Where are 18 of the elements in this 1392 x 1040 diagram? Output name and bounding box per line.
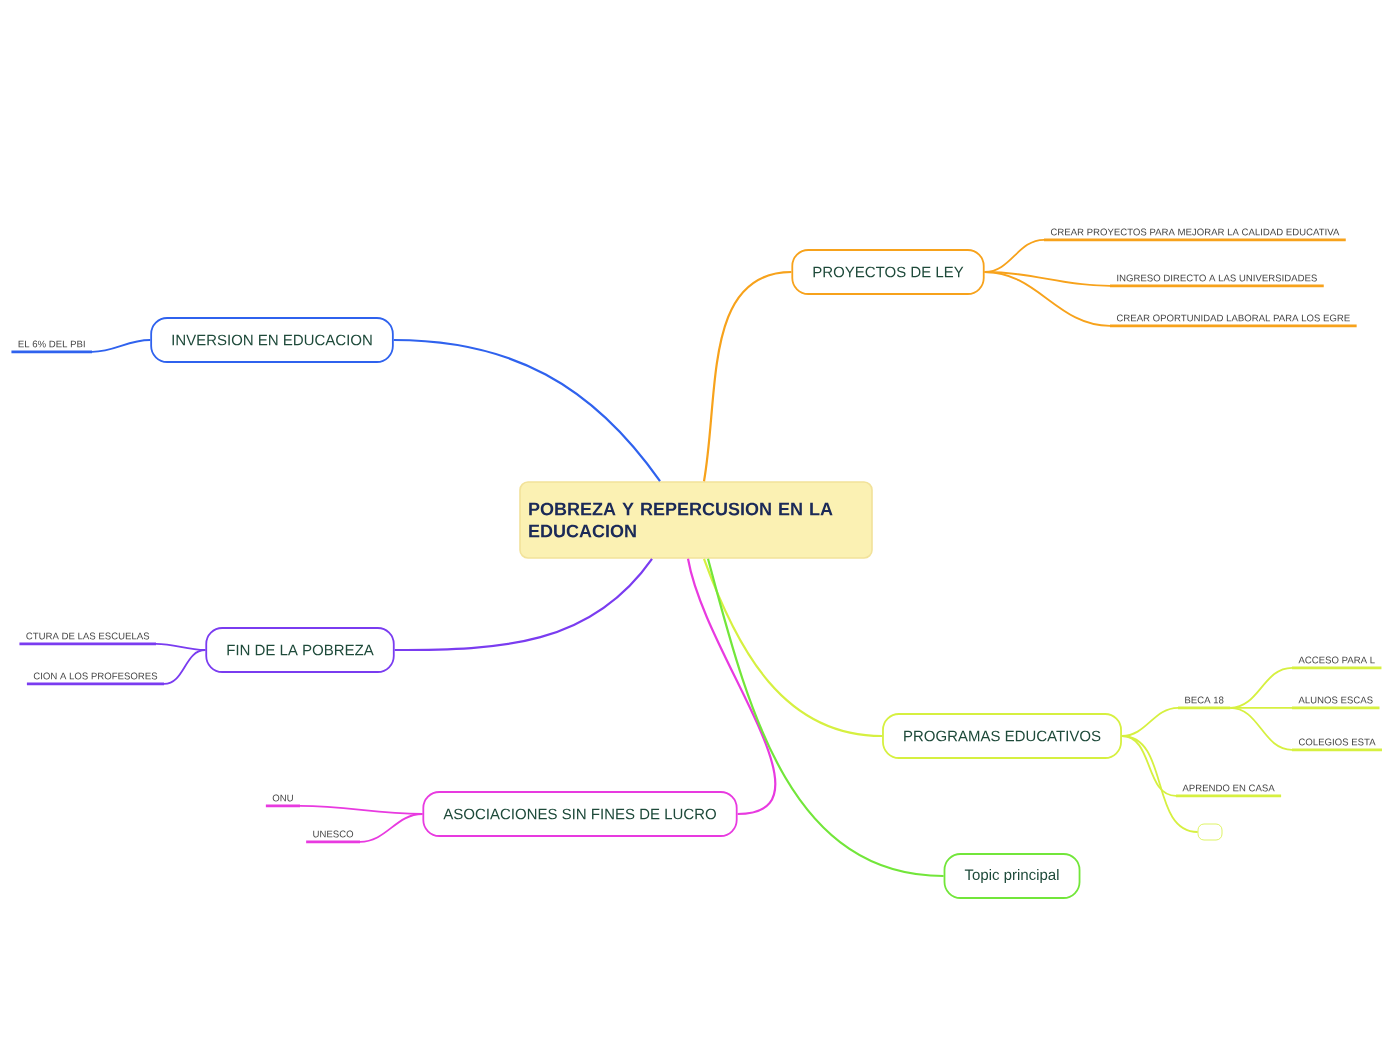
- branch-line: [1121, 706, 1179, 737]
- branch-line: [155, 642, 207, 651]
- branch-line: [163, 649, 207, 685]
- branch-line: [702, 558, 883, 738]
- branch-line: [359, 813, 424, 843]
- branch-line: [91, 339, 152, 353]
- central-topic-box: POBREZA Y REPERCUSION EN LA EDUCACION: [519, 481, 873, 559]
- branch-line: [394, 558, 653, 652]
- branch-line: [1229, 666, 1293, 709]
- empty-box: [1197, 823, 1223, 841]
- branch-line: [983, 271, 1111, 327]
- branch-line: [1121, 735, 1199, 833]
- branch-line: [686, 558, 777, 816]
- branch-line: [702, 270, 792, 482]
- branch-line: [706, 558, 944, 878]
- branch-line: [1121, 735, 1177, 797]
- branch-line: [1229, 706, 1293, 751]
- branch-line: [393, 338, 661, 482]
